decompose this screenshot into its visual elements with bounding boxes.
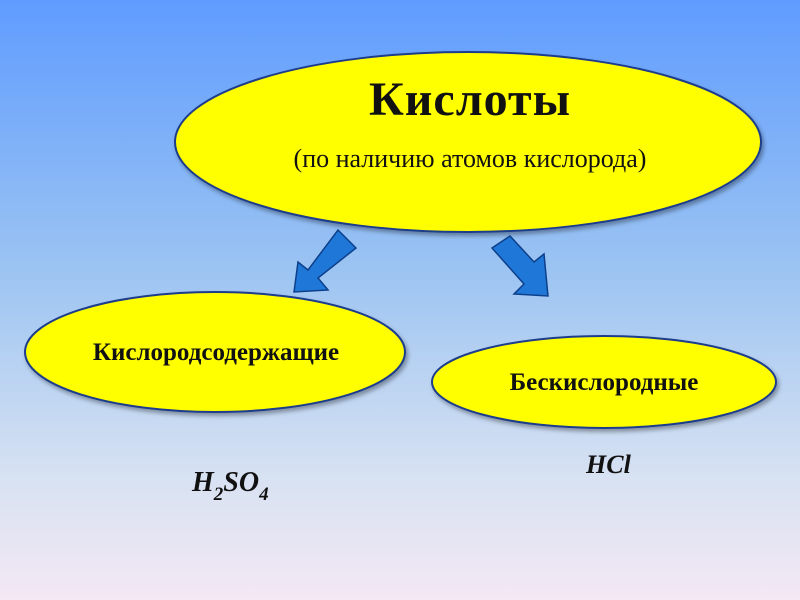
oxygen-containing-ellipse <box>24 291 406 413</box>
formula-part-so: SO <box>223 467 260 498</box>
formula-h2so4: H2SO4 <box>192 466 269 512</box>
oxygen-free-label: Бескислородные <box>509 369 699 396</box>
formula-hcl: HCl <box>586 450 631 479</box>
oxygen-containing-label: Кислородсодержащие <box>92 339 340 366</box>
formula-subscript-2: 2 <box>213 484 224 505</box>
arrow-down-right-icon <box>490 235 549 297</box>
root-title: Кислоты <box>368 73 572 126</box>
formula-subscript-4: 4 <box>259 484 269 505</box>
oxygen-free-ellipse <box>431 335 777 429</box>
formula-part-h: H <box>192 467 214 498</box>
root-ellipse <box>174 51 762 233</box>
root-subtitle: (по наличию атомов кислорода) <box>293 144 647 173</box>
arrow-down-left-icon <box>293 228 358 293</box>
